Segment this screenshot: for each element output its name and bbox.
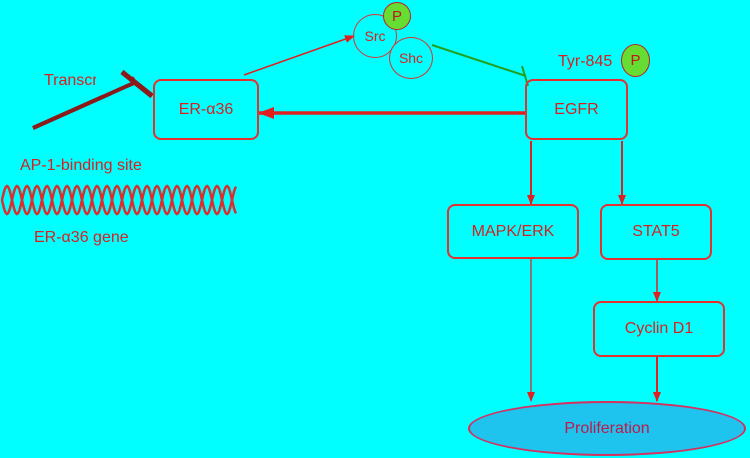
tyr845-label: Tyr-845 [558, 53, 613, 70]
node-proliferation: Proliferation [468, 401, 746, 456]
egfr-phospho-badge: P [621, 44, 650, 77]
dna-helix-icon [0, 184, 238, 216]
node-stat5: STAT5 [600, 204, 712, 260]
node-mapk-erk: MAPK/ERK [447, 204, 579, 259]
node-cyclin-d1: Cyclin D1 [593, 301, 725, 357]
gene-label: ER-α36 gene [34, 229, 129, 246]
binding-site-label: AP-1-binding site [20, 157, 142, 174]
node-src: Src [353, 14, 397, 58]
node-egfr: EGFR [525, 79, 628, 140]
node-shc: Shc [389, 37, 433, 79]
arrow-er-to-src [243, 35, 355, 76]
node-er-alpha36: ER-α36 [153, 79, 259, 140]
src-phospho-badge: P [383, 2, 411, 30]
